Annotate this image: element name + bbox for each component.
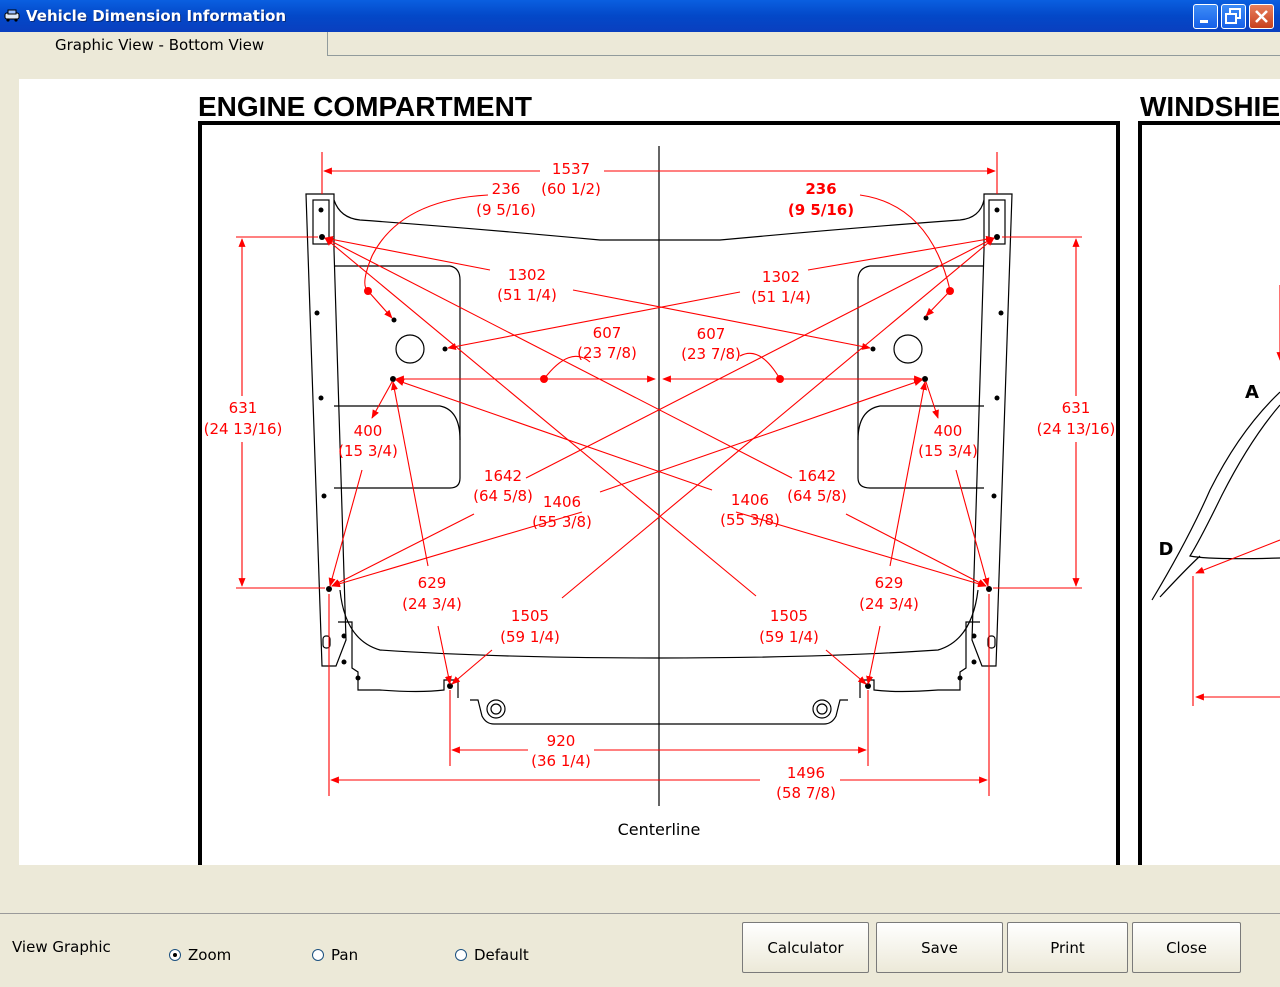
- dim-1505-right-frac: (59 1/4): [759, 628, 819, 646]
- point-d-label: D: [1159, 539, 1174, 560]
- dim-1406-right-frac: (55 3/8): [720, 511, 780, 529]
- dim-629-left-frac: (24 3/4): [402, 595, 462, 613]
- dim-1406-left: 1406: [543, 493, 581, 511]
- dim-607-right-frac: (23 7/8): [681, 345, 741, 363]
- close-icon: [1255, 10, 1268, 23]
- dim-1505-right: 1505: [770, 607, 808, 625]
- dim-400-right-frac: (15 3/4): [918, 442, 978, 460]
- dim-631-left: 631: [229, 399, 258, 417]
- dimension-lines: [236, 152, 1082, 796]
- close-window-button[interactable]: [1249, 4, 1274, 29]
- pan-label: Pan: [331, 946, 359, 964]
- dim-631-right-frac: (24 13/16): [1037, 420, 1116, 438]
- dim-1505-left-frac: (59 1/4): [500, 628, 560, 646]
- window-title: Vehicle Dimension Information: [26, 7, 287, 25]
- heading-engine-compartment: ENGINE COMPARTMENT: [198, 91, 532, 122]
- zoom-radio-dot[interactable]: [169, 949, 181, 961]
- default-radio[interactable]: Default: [455, 946, 529, 964]
- dim-1406-left-frac: (55 3/8): [532, 513, 592, 531]
- dimension-drawing: ENGINE COMPARTMENT WINDSHIE Centerline: [198, 91, 1280, 865]
- dim-629-right-frac: (24 3/4): [859, 595, 919, 613]
- dim-607-left: 607: [593, 324, 622, 342]
- dim-1642-left-frac: (64 5/8): [473, 487, 533, 505]
- dim-1505-left: 1505: [511, 607, 549, 625]
- dimension-labels: 1537 (60 1/2) 236 (9 5/16) 236 (9 5/16) …: [204, 160, 1116, 802]
- dim-631-left-frac: (24 13/16): [204, 420, 283, 438]
- minimize-button[interactable]: [1193, 4, 1218, 29]
- zoom-label: Zoom: [188, 946, 232, 964]
- dim-607-left-frac: (23 7/8): [577, 344, 637, 362]
- dim-1537: 1537: [552, 160, 590, 178]
- dim-1642-right-frac: (64 5/8): [787, 487, 847, 505]
- dim-607-right: 607: [697, 325, 726, 343]
- dim-631-right: 631: [1062, 399, 1091, 417]
- dim-1406-right: 1406: [731, 491, 769, 509]
- dim-400-right: 400: [934, 422, 963, 440]
- dim-1496: 1496: [787, 764, 825, 782]
- dim-920-frac: (36 1/4): [531, 752, 591, 770]
- dim-1302-right-frac: (51 1/4): [751, 288, 811, 306]
- dim-1302-left-frac: (51 1/4): [497, 286, 557, 304]
- tab-strip: Graphic View - Bottom View: [0, 32, 1280, 56]
- engine-panel-frame: [198, 121, 1120, 865]
- control-bar: View Graphic Zoom Pan Default Calculator…: [0, 913, 1280, 987]
- default-radio-dot[interactable]: [455, 949, 467, 961]
- dim-1302-left: 1302: [508, 266, 546, 284]
- dim-236-left-frac: (9 5/16): [476, 201, 536, 219]
- calculator-button[interactable]: Calculator: [742, 922, 869, 973]
- dim-1642-left: 1642: [484, 467, 522, 485]
- graphic-canvas[interactable]: ENGINE COMPARTMENT WINDSHIE Centerline: [19, 79, 1280, 865]
- dim-400-left: 400: [354, 422, 383, 440]
- dim-629-left: 629: [418, 574, 447, 592]
- close-button[interactable]: Close: [1132, 922, 1241, 973]
- print-button[interactable]: Print: [1007, 922, 1128, 973]
- dim-629-right: 629: [875, 574, 904, 592]
- restore-icon: [1225, 8, 1241, 24]
- dim-1496-frac: (58 7/8): [776, 784, 836, 802]
- zoom-radio[interactable]: Zoom: [169, 946, 231, 964]
- tab-divider: [328, 55, 1280, 56]
- heading-windshield: WINDSHIE: [1140, 91, 1280, 122]
- windshield-dims: [1192, 285, 1280, 706]
- centerline-label: Centerline: [618, 820, 701, 839]
- dim-400-left-frac: (15 3/4): [338, 442, 398, 460]
- tab-graphic-view[interactable]: Graphic View - Bottom View: [2, 32, 328, 56]
- dimension-dots: [364, 287, 954, 383]
- windshield-outline: [1151, 391, 1280, 601]
- dim-236-left: 236: [492, 180, 521, 198]
- point-a-label: A: [1245, 382, 1259, 403]
- dim-920: 920: [547, 732, 576, 750]
- app-car-icon: [4, 9, 20, 22]
- dim-1642-right: 1642: [798, 467, 836, 485]
- view-graphic-label: View Graphic: [12, 938, 111, 956]
- mount-holes: [314, 207, 1004, 689]
- dim-1537-frac: (60 1/2): [541, 180, 601, 198]
- maximize-button[interactable]: [1221, 4, 1246, 29]
- default-label: Default: [474, 946, 529, 964]
- pan-radio[interactable]: Pan: [312, 946, 358, 964]
- save-button[interactable]: Save: [876, 922, 1003, 973]
- dim-1302-right: 1302: [762, 268, 800, 286]
- pan-radio-dot[interactable]: [312, 949, 324, 961]
- windshield-panel-frame: [1138, 121, 1280, 865]
- tab-label: Graphic View - Bottom View: [55, 36, 265, 54]
- dim-236-right: 236: [805, 180, 836, 198]
- minimize-icon: [1200, 20, 1208, 23]
- dim-236-right-frac: (9 5/16): [788, 201, 854, 219]
- title-bar: Vehicle Dimension Information: [0, 0, 1280, 32]
